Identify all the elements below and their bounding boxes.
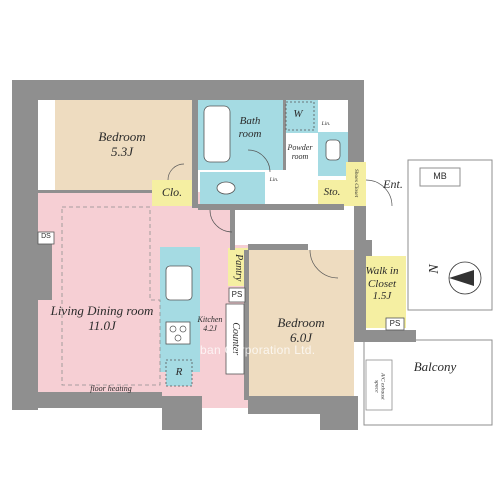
wall-wet-divider xyxy=(283,100,286,170)
walkin-size: 1.5J xyxy=(372,290,392,303)
ds-label: DS xyxy=(41,233,51,240)
walkin-line1: Walk in xyxy=(365,265,399,277)
balcony-label: Balcony xyxy=(413,359,457,374)
shoes-fill xyxy=(346,162,366,206)
shoes-label: Shoes Closet xyxy=(353,169,360,198)
wall-column-bottom xyxy=(320,396,358,430)
powder-label: Powder room xyxy=(280,143,320,161)
mb-box xyxy=(419,167,461,187)
living-label: Living Dining room 11.0J xyxy=(40,303,164,334)
stove xyxy=(165,321,191,345)
sto-label: Sto. xyxy=(323,186,341,198)
ac-space xyxy=(365,359,393,411)
door-swing-bedroom2 xyxy=(309,249,339,279)
ent-label: Ent. xyxy=(383,177,403,191)
ac-line1: A/C exhaust xyxy=(379,372,386,400)
ps-1-label: PS xyxy=(231,290,243,299)
refrigerator-box xyxy=(165,359,193,387)
ds-box xyxy=(37,231,55,245)
kitchen-size: 4.2J xyxy=(203,324,217,334)
bedroom-2-name: Bedroom xyxy=(277,315,325,330)
lin-1-label: Lin. xyxy=(321,121,331,127)
toilet xyxy=(216,181,236,195)
washer-box xyxy=(285,101,315,131)
bedroom-1-fill xyxy=(55,100,192,194)
powder-line2: room xyxy=(291,152,309,162)
walkin-line2: Closet xyxy=(367,277,397,290)
ps-box-2 xyxy=(385,317,405,331)
wall-bottom-center xyxy=(162,396,202,430)
lin-2-label: Lin. xyxy=(269,177,279,183)
door-swing-bath xyxy=(247,149,271,173)
ps-box-1 xyxy=(228,287,246,303)
counter-box xyxy=(225,303,245,375)
living-size: 11.0J xyxy=(88,317,116,333)
counter-label: Counter xyxy=(229,322,241,356)
mb-label: MB xyxy=(433,171,447,181)
walkin-label: Walk in Closet 1.5J xyxy=(356,265,408,303)
wall-bottom xyxy=(12,392,162,408)
washer-label: W xyxy=(293,108,303,120)
wall-bedroom2-left xyxy=(244,250,249,400)
kitchen-label: Kitchen 4.2J xyxy=(196,315,224,333)
bedroom-2-label: Bedroom 6.0J xyxy=(256,315,346,346)
north-label: N xyxy=(426,264,442,274)
wall-bedroom1-bottom xyxy=(38,190,152,193)
refrigerator-label: R xyxy=(175,366,183,378)
wall-right-top xyxy=(348,80,364,162)
bath-line2: room xyxy=(238,127,262,140)
ac-space-label: A/C exhaust space xyxy=(373,361,386,411)
bedroom-1-name: Bedroom xyxy=(98,129,146,144)
living-name: Living Dining room xyxy=(50,303,154,318)
stove-burner-2 xyxy=(179,325,187,333)
wall-bath-bottom xyxy=(198,204,344,210)
wall-column-right xyxy=(356,240,372,256)
bedroom-2-fill xyxy=(248,250,354,396)
bedroom-1-size: 5.3J xyxy=(110,143,134,159)
pantry-fill xyxy=(228,248,248,286)
wall-bedroom1-right xyxy=(192,100,198,208)
powder-sink xyxy=(325,139,341,161)
powder-line1: Powder xyxy=(287,143,313,152)
ac-line2: space xyxy=(373,380,379,393)
wall-bedroom2-top xyxy=(248,244,308,250)
bath-label: Bath room xyxy=(230,115,270,140)
clo-fill xyxy=(152,180,192,206)
door-swing-hall xyxy=(209,209,233,233)
corridor-outline xyxy=(407,159,493,311)
door-swing-entrance xyxy=(365,179,393,207)
watermark: ban Corporation Ltd. xyxy=(200,343,316,357)
clo-label: Clo. xyxy=(161,185,183,199)
bathtub xyxy=(203,105,231,163)
stove-burner-1 xyxy=(169,325,177,333)
bath-line1: Bath xyxy=(239,115,261,127)
stove-burner-3 xyxy=(174,334,182,342)
washer-fill xyxy=(283,100,318,133)
wall-top xyxy=(12,80,364,100)
balcony-outline xyxy=(363,339,493,426)
floor-heating-label: floor heating xyxy=(90,384,132,393)
bedroom-2-size: 6.0J xyxy=(289,329,313,345)
compass-needle xyxy=(449,270,474,286)
ps-2-label: PS xyxy=(389,319,401,328)
wall-column-left xyxy=(12,240,52,300)
living-dining-fill xyxy=(38,192,248,408)
kitchen-name: Kitchen xyxy=(197,315,223,324)
wall-right-lower xyxy=(354,330,416,342)
wall-hall-left xyxy=(230,210,235,250)
sto-fill xyxy=(318,180,346,206)
bedroom-1-label: Bedroom 5.3J xyxy=(82,129,162,160)
door-swing-clo xyxy=(167,163,185,181)
floor-heating-zone xyxy=(61,206,161,386)
pantry-label: Pantry xyxy=(232,254,244,282)
kitchen-sink xyxy=(165,265,193,301)
